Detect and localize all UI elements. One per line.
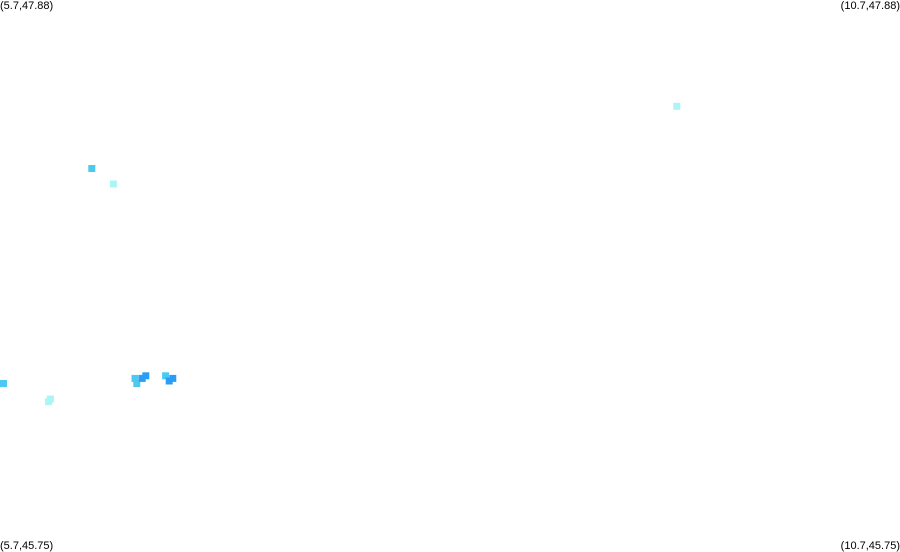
- map-point[interactable]: [131, 374, 139, 382]
- map-point[interactable]: [0, 380, 7, 387]
- map-point[interactable]: [142, 372, 150, 380]
- map-point[interactable]: [109, 180, 117, 188]
- map-point[interactable]: [162, 372, 170, 380]
- map-point[interactable]: [673, 102, 681, 110]
- corner-label-bottom-right: (10.7,45.75): [840, 540, 900, 552]
- corner-label-top-right: (10.7,47.88): [840, 0, 900, 12]
- map-point[interactable]: [88, 165, 96, 172]
- map-point[interactable]: [169, 374, 177, 382]
- corner-label-bottom-left: (5.7,45.75): [0, 540, 54, 552]
- map-point[interactable]: [138, 374, 146, 382]
- map-point[interactable]: [133, 380, 141, 387]
- corner-label-top-left: (5.7,47.88): [0, 0, 54, 12]
- map-point[interactable]: [46, 395, 54, 403]
- map-point[interactable]: [165, 377, 173, 385]
